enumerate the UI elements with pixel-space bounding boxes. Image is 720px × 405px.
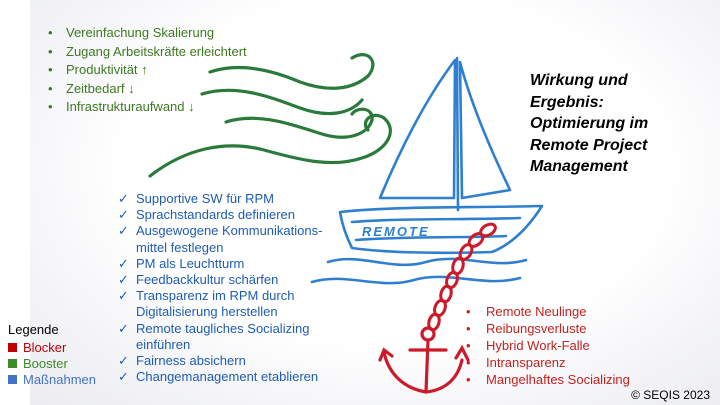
blocker-item: Remote Neulinge — [466, 303, 630, 320]
measure-label: Supportive SW für RPM — [136, 191, 274, 206]
booster-item: Zugang Arbeitskräfte erleichtert — [48, 43, 247, 62]
measure-item: ✓ Sprachstandards definieren — [118, 207, 343, 223]
booster-item: Infrastrukturaufwand ↓ — [48, 98, 247, 117]
checkmark-icon: ✓ — [118, 223, 129, 239]
booster-list: Vereinfachung Skalierung Zugang Arbeitsk… — [48, 24, 247, 117]
wind-line — [148, 113, 392, 178]
blue-swatch-icon — [8, 374, 17, 384]
legend: Legende Blocker Booster Maßnahmen — [8, 322, 96, 387]
blocker-list: Remote Neulinge Reibungsverluste Hybrid … — [466, 303, 630, 388]
checkmark-icon: ✓ — [118, 191, 129, 206]
booster-item: Produktivität ↑ — [48, 61, 247, 80]
measures-list: ✓ Supportive SW für RPM ✓ Sprachstandards … — [118, 191, 343, 385]
measure-item: ✓ Feedbackkultur schärfen — [118, 272, 343, 288]
blocker-item: Hybrid Work-Falle — [466, 337, 630, 354]
hull-band — [350, 216, 522, 224]
blocker-item: Reibungsverluste — [466, 320, 630, 337]
anchor-fluke — [378, 347, 394, 362]
title-line: Optimierung im — [530, 115, 649, 132]
booster-item: Zeitbedarf ↓ — [48, 80, 247, 99]
legend-item-massnahmen: Maßnahmen — [8, 371, 96, 387]
checkmark-icon: ✓ — [118, 353, 129, 369]
measure-item: ✓ Transparenz im RPM durch Digitalisierun… — [118, 288, 343, 320]
measure-item: ✓ PM als Leuchtturm — [118, 256, 343, 272]
measure-item: ✓ Changemanagement etablieren — [118, 369, 343, 385]
measure-item: ✓ Supportive SW für RPM — [118, 191, 343, 207]
wind-line — [208, 53, 375, 90]
anchor-ring — [420, 326, 436, 342]
wave — [310, 275, 522, 285]
hull — [338, 204, 544, 255]
title-line: Ergebnis: — [530, 93, 604, 111]
copyright: © SEQIS 2023 — [631, 388, 710, 402]
measure-label: Ausgewogene Kommunikations-mittel festle… — [136, 223, 323, 255]
checkmark-icon: ✓ — [118, 288, 129, 304]
anchor-arms — [382, 350, 464, 394]
title-line: Remote Project — [530, 136, 648, 154]
legend-item-blocker: Blocker — [8, 339, 96, 355]
checkmark-icon: ✓ — [118, 207, 129, 223]
blocker-item: Intransparenz — [466, 354, 630, 371]
hull-label: REMOTE — [362, 224, 430, 239]
legend-label: Maßnahmen — [23, 371, 96, 387]
title-line: Management — [530, 158, 628, 175]
sailboat — [310, 56, 544, 285]
legend-title: Legende — [8, 322, 59, 337]
measure-item: ✓ Remote taugliches Socializing einführen — [118, 321, 343, 353]
measure-label: Sprachstandards definieren — [136, 207, 295, 223]
wind-line — [224, 107, 374, 139]
checkmark-icon: ✓ — [118, 320, 129, 336]
measure-label: Feedbackkultur schärfen — [136, 272, 279, 288]
checkmark-icon: ✓ — [118, 255, 129, 271]
measure-label: PM als Leuchtturm — [136, 255, 245, 271]
blocker-item: Mangelhaftes Socializing — [466, 371, 630, 388]
green-swatch-icon — [8, 358, 17, 368]
legend-label: Booster — [23, 355, 68, 371]
measure-label: Fairness absichern — [136, 353, 246, 369]
slide-title: Wirkung und Ergebnis: Optimierung im Rem… — [530, 70, 720, 178]
legend-label: Blocker — [23, 339, 67, 355]
jib-sail — [458, 60, 512, 200]
legend-item-booster: Booster — [8, 355, 96, 371]
booster-item: Vereinfachung Skalierung — [48, 24, 247, 43]
checkmark-icon: ✓ — [118, 369, 129, 385]
measure-item: ✓ Fairness absichern — [118, 353, 343, 369]
checkmark-icon: ✓ — [118, 272, 129, 288]
measure-item: ✓ Ausgewogene Kommunikations-mittel festl… — [118, 223, 343, 255]
main-sail — [378, 58, 457, 200]
title-line: Wirkung und — [530, 72, 628, 89]
measure-label: Transparenz im RPM durch Digitalisierung… — [136, 288, 295, 320]
red-swatch-icon — [8, 342, 17, 352]
wave — [326, 257, 528, 267]
measure-label: Changemanagement etablieren — [136, 369, 319, 385]
mast — [455, 56, 460, 212]
anchor — [378, 326, 470, 394]
measure-label: Remote taugliches Socializing einführen — [136, 320, 310, 352]
hull-band — [354, 234, 508, 242]
anchor-shank — [424, 338, 430, 394]
